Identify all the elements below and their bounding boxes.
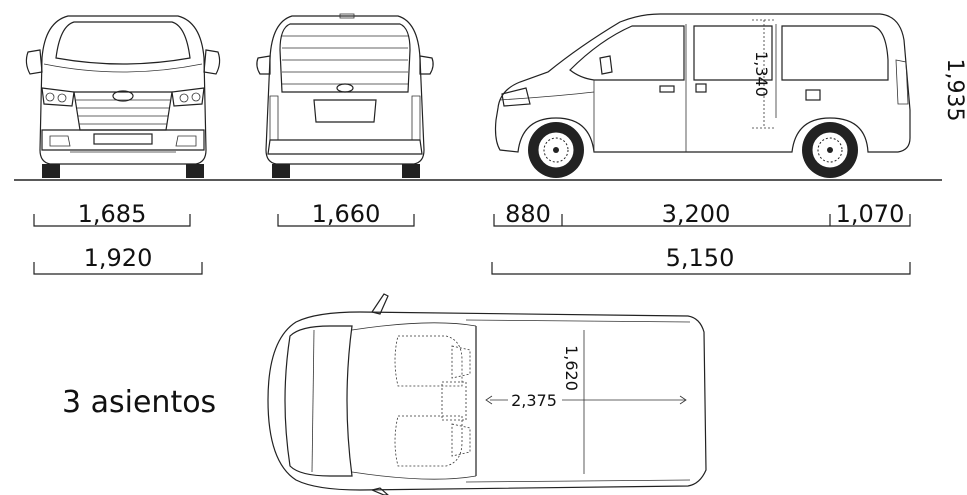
front-overhang-dim: 880 (505, 200, 551, 228)
front-view (25, 15, 221, 178)
cargo-length-dim: 2,375 (511, 391, 557, 410)
rear-overhang-dim: 1,070 (836, 200, 905, 228)
front-width-dim: 1,920 (84, 244, 153, 272)
front-track-dim: 1,685 (78, 200, 147, 228)
rear-view (256, 13, 434, 178)
side-view (494, 13, 911, 178)
top-view (267, 293, 707, 495)
wheelbase-dim: 3,200 (662, 200, 731, 228)
seating-label: 3 asientos (62, 385, 216, 420)
overall-length-dim: 5,150 (666, 244, 735, 272)
rear-track-dim: 1,660 (312, 200, 381, 228)
overall-height-dim: 1,935 (942, 59, 967, 122)
cargo-width-dim: 1,620 (562, 345, 581, 391)
dimension-brackets (33, 214, 911, 275)
cargo-height-dim: 1,340 (752, 51, 771, 97)
